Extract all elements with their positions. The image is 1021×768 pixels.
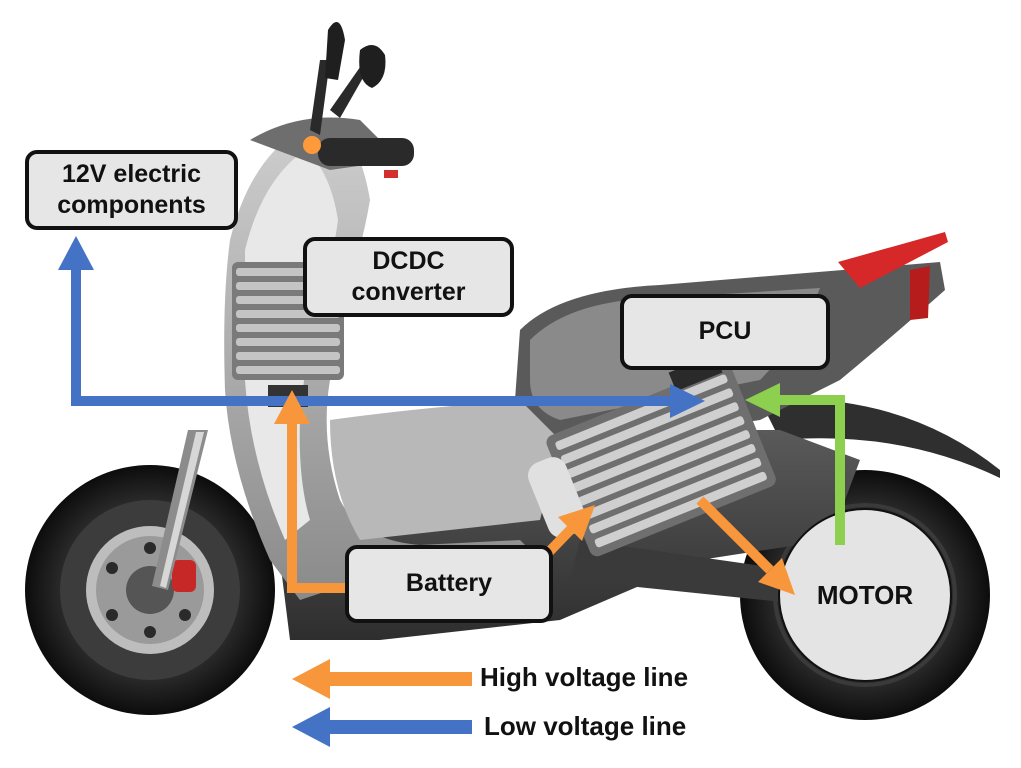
- label-pcu-text: PCU: [698, 317, 752, 346]
- motor-hub: [778, 508, 952, 682]
- front-fork: [152, 430, 208, 590]
- label-battery: Battery: [345, 545, 553, 623]
- rear-fender: [760, 398, 1000, 478]
- motor-signal-line: [775, 395, 845, 545]
- legend-high-voltage-arrow: [292, 659, 330, 699]
- floor-panel: [330, 400, 560, 540]
- arrow-to-motor: [758, 558, 795, 595]
- low-voltage-lines: [71, 265, 675, 406]
- label-12v-line2: components: [57, 191, 206, 219]
- front-wheel: [25, 465, 275, 715]
- legend-low-voltage: Low voltage line: [484, 711, 687, 741]
- tail-light: [838, 232, 948, 288]
- label-12v-components: 12V electric components: [25, 150, 238, 230]
- label-motor: MOTOR: [790, 575, 940, 615]
- label-dcdc-line2: converter: [351, 278, 466, 306]
- label-dcdc-line1: DCDC: [372, 246, 445, 275]
- label-pcu: PCU: [620, 294, 830, 370]
- arrow-to-dcdc: [274, 390, 310, 424]
- arrow-to-pcu-low: [670, 384, 705, 418]
- label-12v-line1: 12V electric: [62, 159, 201, 188]
- high-voltage-lines: [287, 420, 774, 593]
- legend-high-voltage: High voltage line: [480, 662, 689, 692]
- label-dcdc-converter: DCDC converter: [303, 237, 514, 317]
- arrow-motor-to-pcu: [745, 383, 780, 417]
- handlebar: [250, 22, 414, 178]
- legend-low-voltage-arrow: [292, 707, 330, 747]
- label-motor-text: MOTOR: [816, 579, 914, 610]
- arrow-to-12v: [58, 236, 94, 270]
- label-battery-text: Battery: [405, 569, 493, 598]
- arrow-to-pcu-high: [558, 505, 595, 541]
- legend-arrows: [292, 659, 472, 747]
